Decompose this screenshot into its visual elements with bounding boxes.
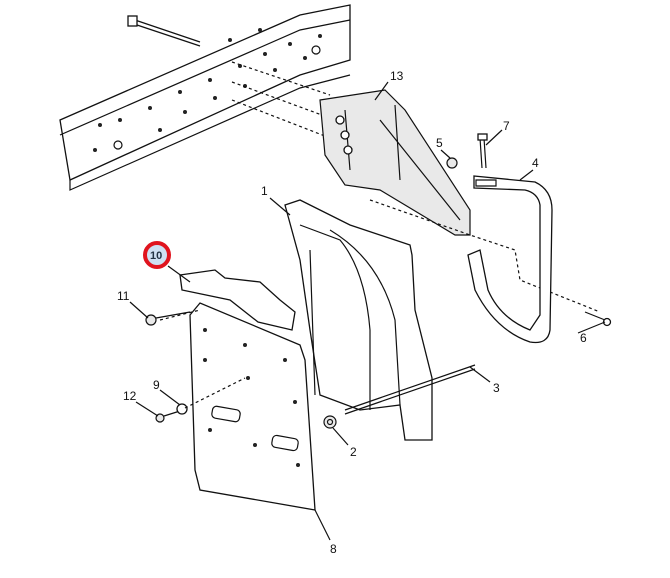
bracket-10 (179, 269, 296, 331)
bolt-7 (477, 133, 488, 169)
callout-6[interactable]: 6 (580, 331, 587, 345)
frame-rail (59, 4, 351, 191)
frame-bolt (127, 15, 201, 47)
callout-2[interactable]: 2 (350, 445, 357, 459)
mudflap-8 (189, 302, 316, 511)
seal-4 (467, 175, 553, 344)
callout-7[interactable]: 7 (503, 119, 510, 133)
callout-8[interactable]: 8 (330, 542, 337, 556)
washer-9 (176, 403, 188, 415)
callout-9[interactable]: 9 (153, 378, 160, 392)
nut-2 (323, 415, 337, 429)
callout-11[interactable]: 11 (117, 289, 130, 303)
bracket-13 (319, 89, 471, 236)
nut-5 (446, 157, 458, 169)
callout-highlight-10[interactable] (143, 241, 171, 269)
bolt-11 (145, 311, 191, 326)
callout-10[interactable]: 10 (150, 250, 162, 262)
callout-13[interactable]: 13 (390, 69, 404, 83)
callout-1[interactable]: 1 (261, 184, 268, 198)
rod-3 (344, 364, 476, 415)
callout-5[interactable]: 5 (436, 136, 443, 150)
bolt-6 (584, 311, 612, 327)
leader-lines (129, 81, 606, 541)
fender-1 (284, 199, 433, 441)
bolt-12 (155, 410, 181, 423)
callout-12[interactable]: 12 (123, 389, 137, 403)
callout-4[interactable]: 4 (532, 156, 539, 170)
callout-3[interactable]: 3 (493, 381, 500, 395)
